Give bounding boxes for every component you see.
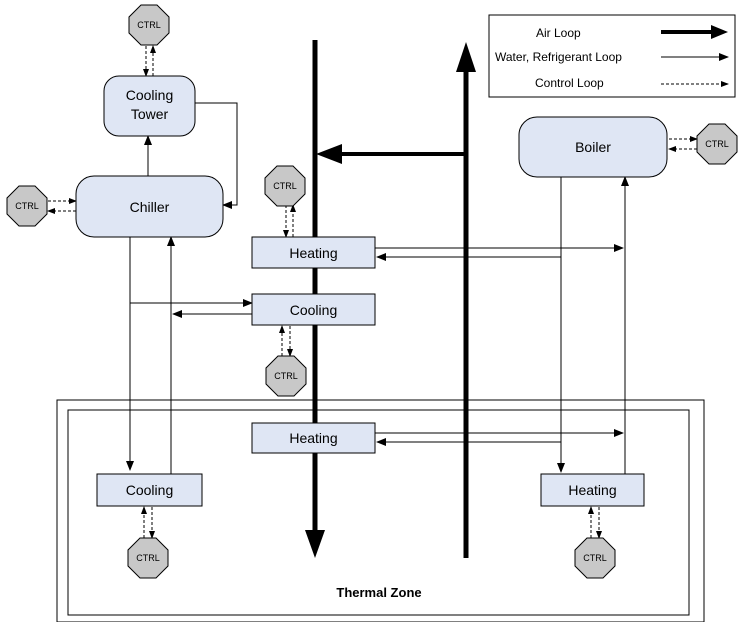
control-loops [47, 45, 698, 539]
ctrl-octagon-zone-cooling: CTRL [127, 537, 169, 579]
zone-cooling-label: Cooling [126, 482, 173, 498]
water-loops [126, 102, 629, 474]
ctrl-label: CTRL [137, 20, 161, 30]
legend-air-loop-label: Air Loop [536, 26, 581, 40]
ctrl-label: CTRL [273, 181, 297, 191]
ctrl-octagon-boiler: CTRL [696, 123, 738, 165]
cooling-tower-label-line2: Tower [131, 106, 169, 122]
chiller: Chiller [75, 175, 224, 238]
ctrl-octagon-zone-heating: CTRL [574, 537, 616, 579]
ctrl-label: CTRL [583, 553, 607, 563]
legend-water-loop-label: Water, Refrigerant Loop [495, 50, 622, 64]
ctrl-label: CTRL [136, 553, 160, 563]
zone-heating-unit: Heating [540, 473, 645, 507]
thermal-zone-label: Thermal Zone [336, 585, 421, 600]
heating-coil-1: Heating [251, 236, 376, 269]
chiller-label: Chiller [130, 199, 170, 215]
heating-coil-2-label: Heating [289, 430, 337, 446]
legend-control-loop-label: Control Loop [535, 76, 604, 90]
ctrl-label: CTRL [15, 201, 39, 211]
cooling-tower-label-line1: Cooling [126, 87, 173, 103]
heating-coil-2: Heating [251, 422, 376, 454]
boiler-label: Boiler [575, 139, 611, 155]
legend: Air Loop Water, Refrigerant Loop Control… [488, 14, 736, 98]
heating-coil-1-label: Heating [289, 245, 337, 261]
boiler: Boiler [518, 116, 668, 178]
ctrl-octagon-cooling-tower: CTRL [128, 4, 170, 46]
thermal-zone-outer [56, 399, 705, 622]
ctrl-label: CTRL [705, 139, 729, 149]
ctrl-octagon-cooling-coil-1: CTRL [265, 355, 307, 397]
cooling-coil-1-label: Cooling [290, 302, 337, 318]
thermal-zone-inner [67, 409, 690, 616]
ctrl-octagon-heating-coil-1: CTRL [264, 165, 306, 207]
cooling-coil-1: Cooling [251, 293, 376, 326]
zone-heating-label: Heating [568, 482, 616, 498]
cooling-tower: Cooling Tower [103, 75, 196, 137]
ctrl-label: CTRL [274, 371, 298, 381]
ctrl-octagon-chiller: CTRL [6, 185, 48, 227]
legend-air-loop-arrow [711, 25, 728, 39]
zone-cooling-unit: Cooling [96, 473, 203, 507]
